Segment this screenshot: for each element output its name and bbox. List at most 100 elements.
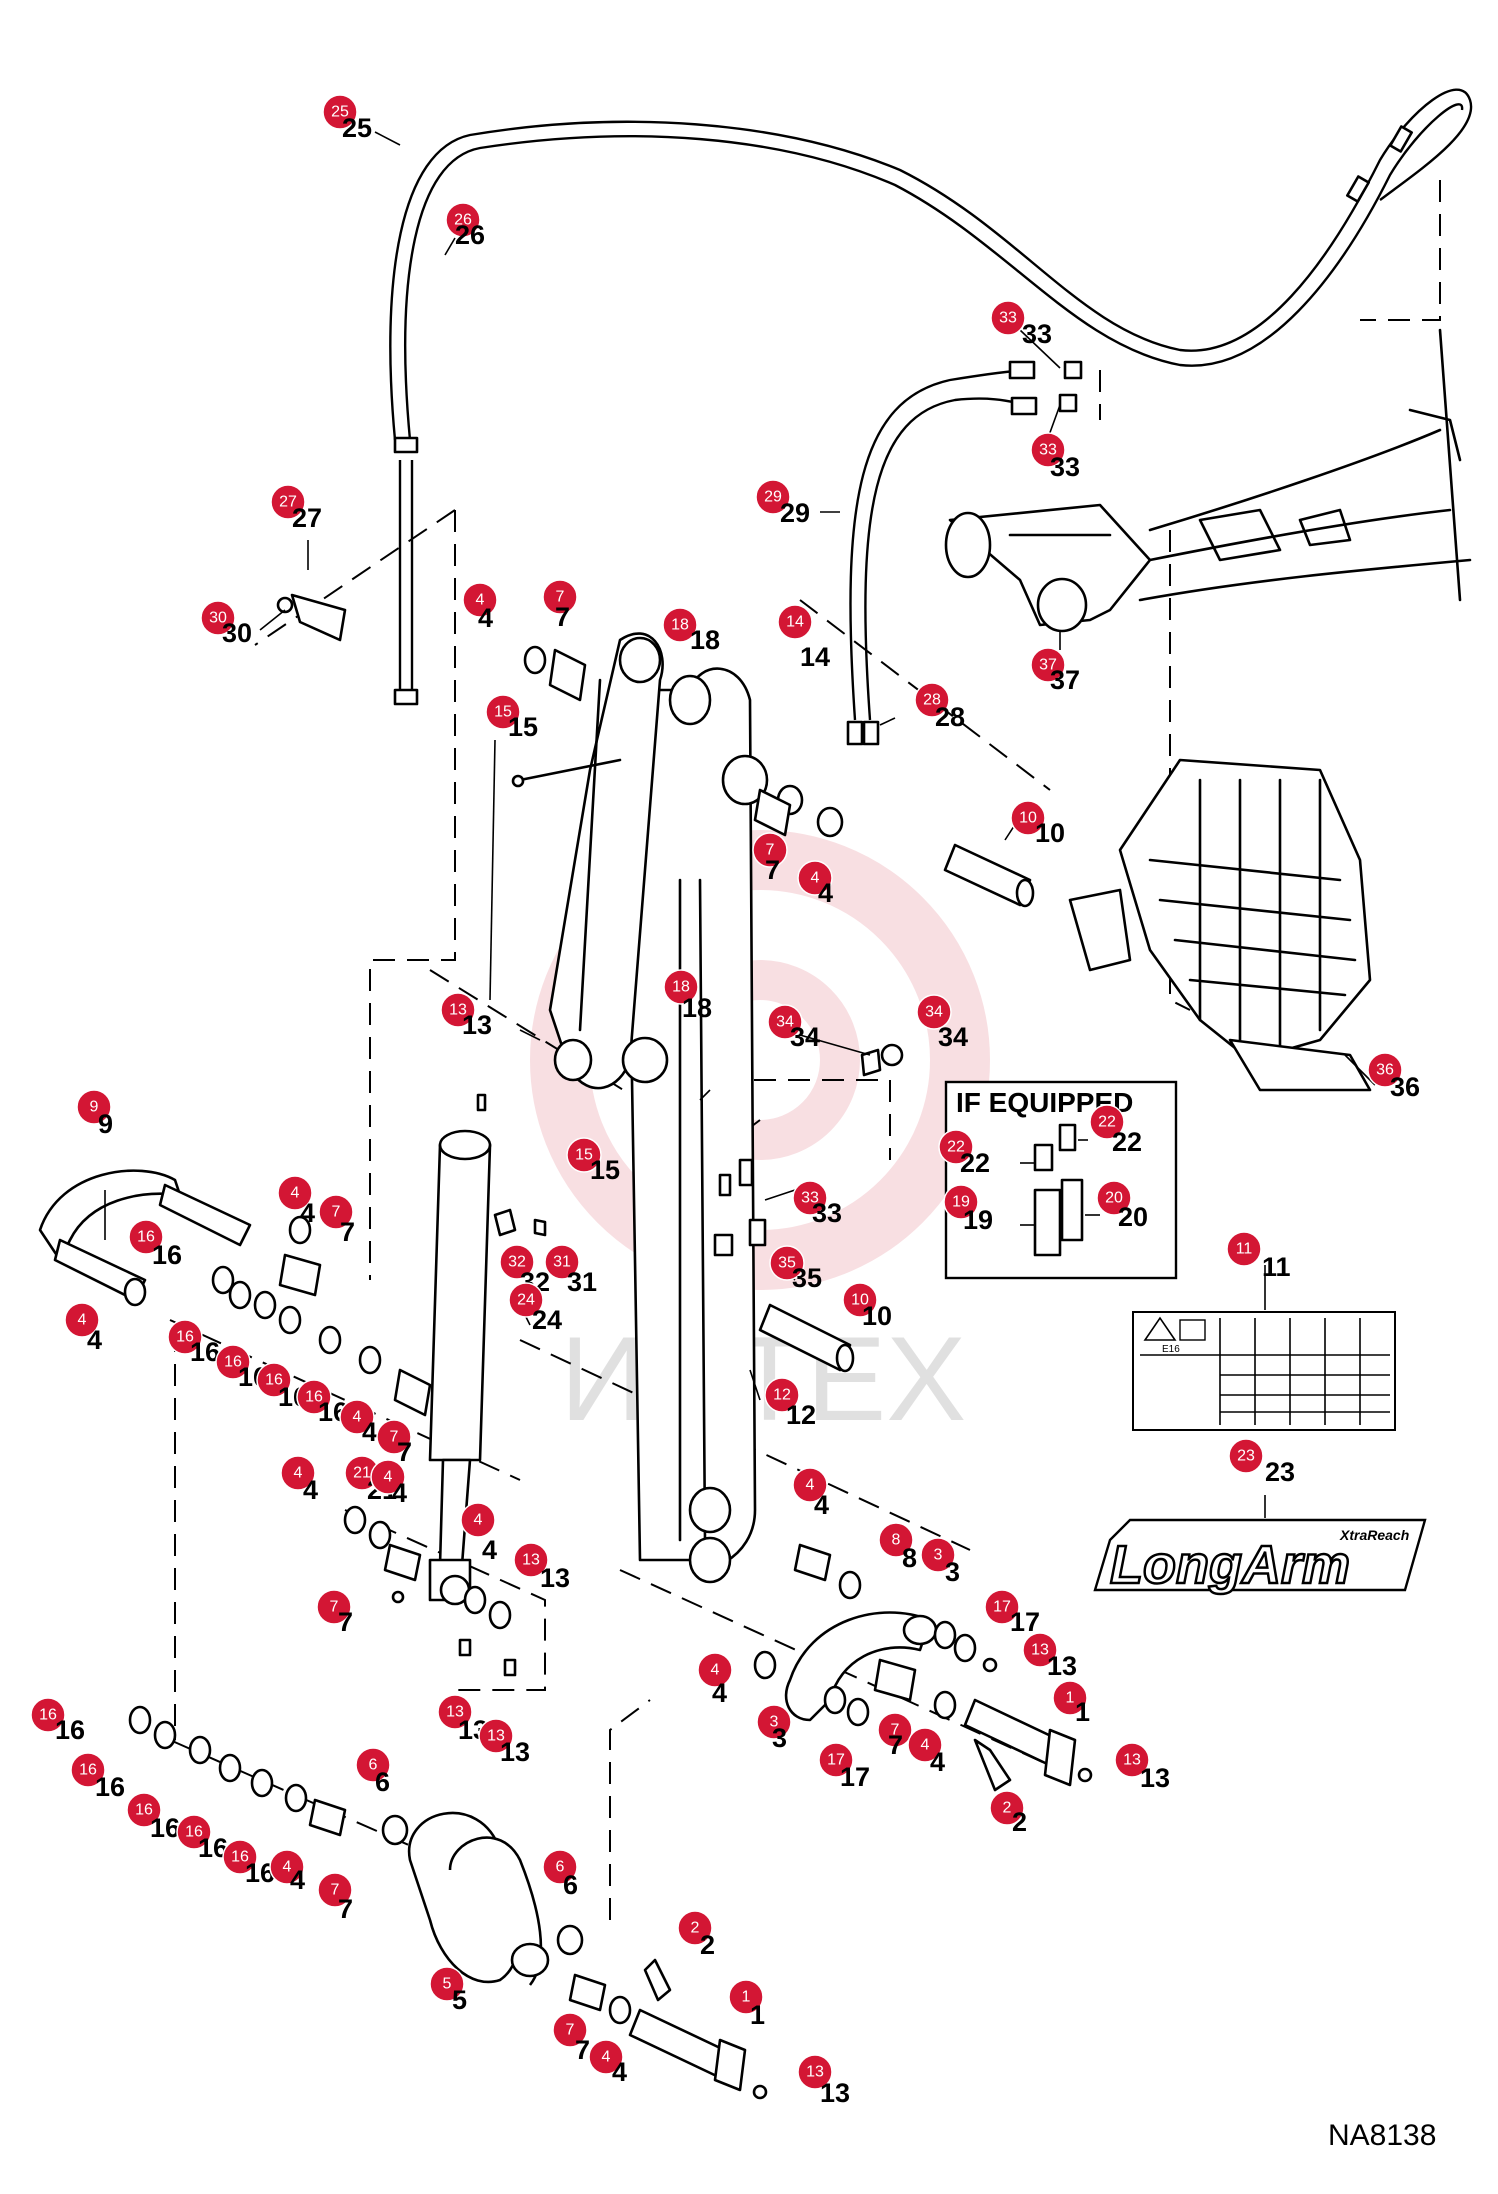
callout-badge-number: 16 [135,1802,153,1819]
callout-badge [907,1727,943,1763]
callout-badge [437,1694,473,1730]
pin-10-upper [943,843,1035,908]
callout-badge [1010,800,1046,836]
callout-badge-number: 35 [778,1255,796,1272]
part-number-label: 7 [555,602,570,632]
callout-badge [462,582,498,618]
callout-badge-number: 6 [369,1757,378,1774]
part-number-label: 4 [814,1490,829,1520]
callout-badge [797,2054,833,2090]
callout-badge [1089,1104,1125,1140]
part-number-label: 4 [612,2057,627,2087]
part-number-label: 18 [682,993,712,1023]
callout-badge-number: 13 [1123,1752,1141,1769]
callout-badge [277,1175,313,1211]
callout-badge-number: 30 [209,610,227,627]
callout-badge-number: 12 [773,1387,791,1404]
part-number-label: 7 [575,2035,590,2065]
part-number-label: 33 [812,1198,842,1228]
part-number-label: 7 [338,1607,353,1637]
callout-badge [445,202,481,238]
part-number-label: 4 [478,603,493,633]
callout-badge [767,1004,803,1040]
part-number-label: 1 [750,2000,765,2030]
callout-badge [755,479,791,515]
machine-frame [1138,328,1472,602]
part-number-label: 13 [820,2078,850,2108]
callout-badge [513,1542,549,1578]
callout-badge-number: 16 [79,1762,97,1779]
callout-badge [126,1792,162,1828]
callout-badge [176,1814,212,1850]
callout-badge-number: 7 [332,1204,341,1221]
callout-badge-number: 10 [1019,810,1037,827]
part-number-label: 7 [338,1894,353,1924]
part-number-label: 25 [342,113,372,143]
callout-badge [662,607,698,643]
part-number-label: 19 [963,1205,993,1235]
callout-badge-number: 11 [1236,1241,1253,1258]
callout-badge-number: 22 [1098,1114,1116,1131]
callout-badge-number: 17 [993,1599,1011,1616]
callout-badge [842,1282,878,1318]
callout-badge-number: 17 [827,1752,845,1769]
part-number-label: 33 [1050,452,1080,482]
callout-badge [64,1302,100,1338]
callout-badge-number: 1 [742,1989,751,2006]
link-5 [407,1811,550,1986]
callout-4: 44 [797,860,833,908]
callout-badge [485,694,521,730]
callout-3: 33 [756,1704,792,1753]
part-number-label: 7 [397,1437,412,1467]
callout-4: 44 [462,582,498,633]
part-number-label: 22 [1112,1127,1142,1157]
callout-badge-number: 34 [776,1014,794,1031]
part-number-label: 24 [532,1305,562,1335]
part-number-label: 28 [935,702,965,732]
callout-badge-number: 4 [353,1409,362,1426]
callout-badge [256,1362,292,1398]
callout-badge [76,1089,112,1125]
part-number-label: 2 [700,1930,715,1960]
callout-badge-number: 18 [671,617,689,634]
callout-badge-number: 4 [78,1312,87,1329]
part-number-label: 7 [888,1730,903,1760]
callout-badge-number: 9 [90,1099,99,1116]
callout-badge [499,1244,535,1280]
callout-badge-number: 31 [553,1254,571,1271]
part-number-label: 5 [452,1985,467,2015]
callout-7: 77 [376,1419,412,1467]
callout-badge [914,682,950,718]
callout-badge-number: 20 [1105,1190,1123,1207]
part-number-label: 1 [1075,1697,1090,1727]
part-number-label: 12 [786,1400,816,1430]
callout-badge [920,1537,956,1573]
callout-7: 77 [318,1194,355,1247]
callout-5: 55 [429,1966,467,2015]
part-number-label: 4 [930,1747,945,1777]
part-number-label: 4 [362,1417,377,1447]
callout-7: 77 [552,2012,590,2065]
part-number-label: 16 [55,1715,85,1745]
callout-badge-number: 4 [283,1859,292,1876]
small-parts [123,593,1093,2100]
callout-badge [764,1377,800,1413]
part-number-label: 17 [1010,1607,1040,1637]
part-number-label: 15 [590,1155,620,1185]
callout-badge [818,1742,854,1778]
